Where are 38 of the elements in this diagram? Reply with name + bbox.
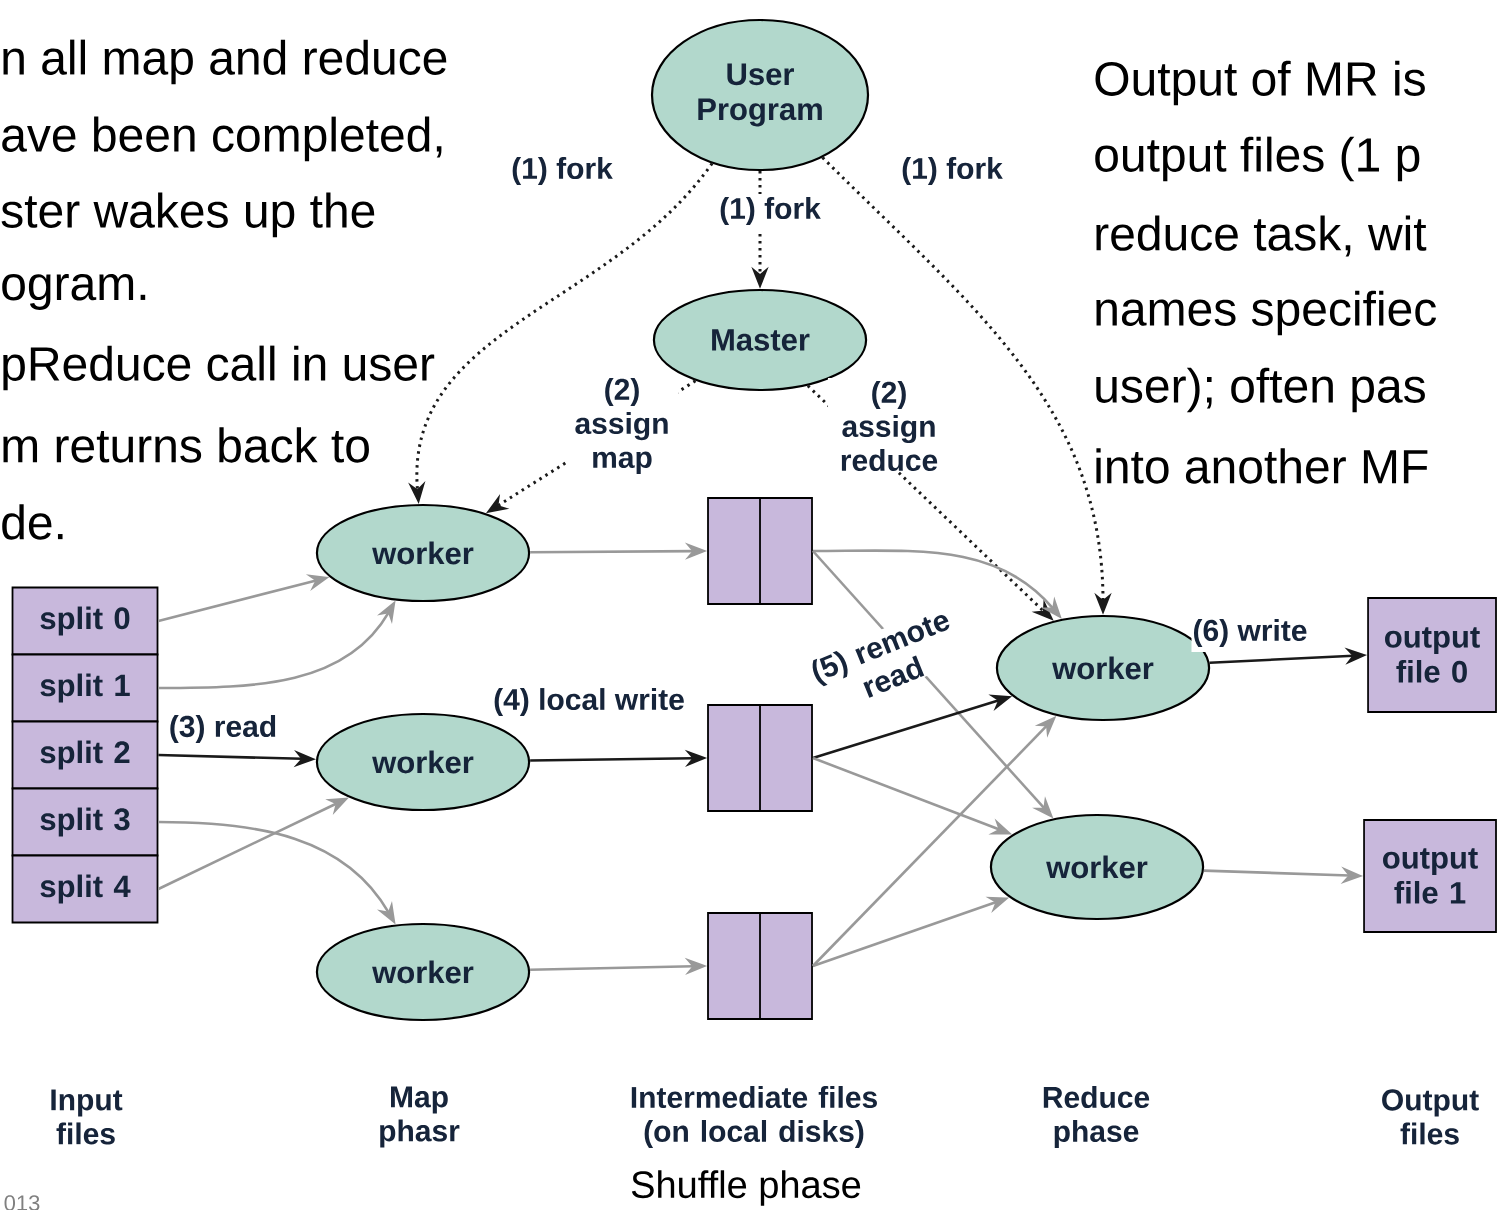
edge-label: (1) fork <box>900 154 1004 190</box>
file-box: split 1 <box>11 653 159 723</box>
edge-label: (5) remote read <box>804 603 968 717</box>
note-text: Output of MR is <box>1095 60 1425 106</box>
note-text: de. <box>2 504 63 540</box>
note-text: user); often pas <box>1096 367 1425 413</box>
column-caption: Input files <box>51 1089 123 1145</box>
intermediate-file-box <box>707 703 813 813</box>
note-text: ster wakes up the <box>1 192 375 238</box>
note-text: reduce task, wit <box>1096 215 1427 257</box>
intermediate-file-box <box>707 911 813 1021</box>
file-box: output file 1 <box>1363 819 1497 933</box>
intermediate-file-box <box>707 496 813 606</box>
note-text: ogram. <box>2 274 146 310</box>
column-caption: Output files <box>1382 1089 1479 1145</box>
edge-label: (2) assign map <box>566 375 678 475</box>
edge-label: (6) write <box>1191 616 1309 652</box>
note-text: Shuffle phase <box>631 1170 861 1206</box>
note-text: 013 <box>4 1195 40 1210</box>
note-text: names specifiec <box>1096 290 1436 336</box>
column-caption: Map phasr <box>380 1086 460 1148</box>
note-text: ave been completed, <box>2 116 442 162</box>
file-box: split 2 <box>11 720 159 790</box>
note-text: n all map and reduce <box>3 39 447 85</box>
file-box: split 0 <box>11 586 159 656</box>
note-text: into another MF <box>1096 448 1428 484</box>
file-box: split 3 <box>11 787 159 857</box>
note-text: pReduce call in user <box>3 345 435 391</box>
file-box: split 4 <box>11 854 159 924</box>
edge-label: (3) read <box>167 712 279 748</box>
column-caption: Intermediate files (on local disks) <box>631 1086 877 1148</box>
edge-label: (2) assign reduce <box>828 377 950 473</box>
file-box: output file 0 <box>1367 597 1497 713</box>
edge-label: (1) fork <box>510 154 614 190</box>
note-text: output files (1 p <box>1095 136 1420 182</box>
edge-label: (1) fork <box>718 194 822 230</box>
note-text: m returns back to <box>3 427 369 463</box>
column-caption: Reduce phase <box>1043 1086 1150 1148</box>
